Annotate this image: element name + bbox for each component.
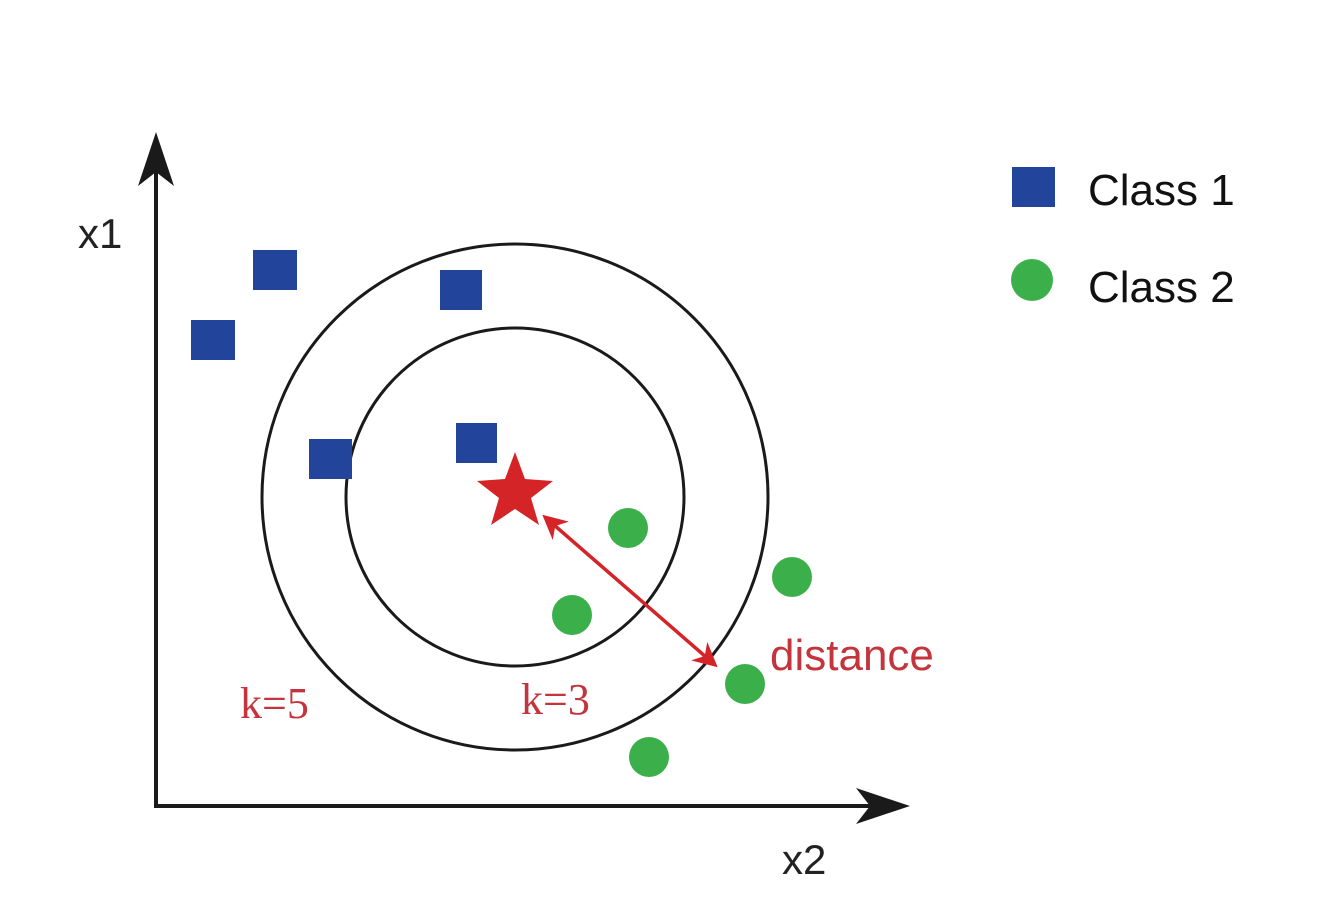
class1-square-icon — [309, 439, 352, 479]
class1-points — [191, 250, 497, 479]
y-axis-arrowhead — [138, 132, 174, 186]
k3-neighborhood-circle — [344, 326, 686, 668]
x-axis-label: x2 — [782, 836, 826, 883]
legend-square-icon — [1012, 167, 1055, 207]
class2-circle-icon — [552, 595, 592, 635]
k5-neighborhood-circle — [260, 242, 770, 752]
class1-square-icon — [253, 250, 297, 290]
class1-square-icon — [456, 423, 497, 463]
legend-class1-label: Class 1 — [1088, 166, 1235, 215]
class1-square-icon — [440, 270, 482, 310]
class2-circle-icon — [629, 737, 669, 777]
class1-square-icon — [191, 320, 235, 360]
k5-label: k=5 — [240, 679, 309, 728]
legend-circle-icon — [1011, 259, 1053, 301]
y-axis-label: x1 — [78, 210, 122, 257]
class2-circle-icon — [608, 508, 648, 548]
legend: Class 1 Class 2 — [1011, 166, 1235, 312]
class2-circle-icon — [772, 557, 812, 597]
query-star-icon — [477, 452, 553, 525]
class2-circle-icon — [725, 664, 765, 704]
k3-label: k=3 — [521, 675, 590, 724]
x-axis-arrowhead — [856, 788, 910, 824]
distance-label: distance — [770, 631, 934, 680]
axes — [138, 132, 910, 824]
legend-class2-label: Class 2 — [1088, 263, 1235, 312]
distance-arrow — [542, 514, 718, 668]
